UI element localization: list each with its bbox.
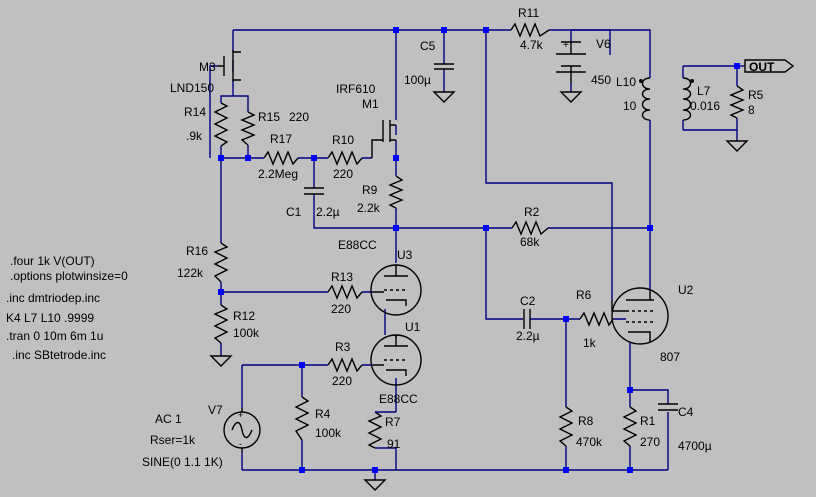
r10-value: 220 [333,167,353,181]
r14-value: .9k [186,129,203,143]
v7-line3: SINE(0 1.1 1K) [142,455,223,469]
m3-model: LND150 [170,81,214,95]
directive-four: .four 1k V(OUT) [10,254,95,268]
v7-line2: Rser=1k [150,433,196,447]
c5-name: C5 [420,39,436,53]
r4-name: R4 [315,407,331,421]
r3-value: 220 [332,374,352,388]
r15-value: 220 [289,110,309,124]
tube-u2 [611,287,669,345]
directive-tran: .tran 0 10m 6m 1u [6,329,103,343]
r11-name: R11 [518,6,539,20]
r17-value: 2.2Meg [258,167,298,181]
component-symbols: + + - [209,22,795,491]
tube-u1 [370,334,422,386]
c1-value: 2.2µ [316,205,340,219]
l7-name: L7 [697,84,711,98]
l10-name: L10 [616,75,636,89]
r16-value: 122k [177,266,204,280]
c4-name: C4 [678,405,694,419]
tube-u3 [370,264,422,316]
svg-text:+: + [563,40,569,51]
m1-name: M1 [362,97,379,111]
r13-name: R13 [331,270,353,284]
c1-name: C1 [286,205,302,219]
wires [220,29,745,480]
directive-inc-sbtetrode: .inc SBtetrode.inc [12,348,106,362]
r10-name: R10 [332,133,354,147]
r16-name: R16 [186,244,208,258]
u3-model: E88CC [338,238,377,252]
r17-name: R17 [270,132,292,146]
output-label: OUT [749,60,775,74]
v6-value: 450 [591,73,611,87]
r7-name: R7 [385,415,401,429]
r9-name: R9 [362,183,378,197]
u2-model: 807 [660,350,680,364]
r12-name: R12 [233,309,255,323]
r2-value: 68k [520,235,540,249]
r2-name: R2 [524,205,540,219]
r8-name: R8 [578,414,594,428]
c4-value: 4700µ [678,439,712,453]
r14-name: R14 [184,105,206,119]
u1-name: U1 [405,320,421,334]
l10-value: 10 [623,99,637,113]
r11-value: 4.7k [520,38,544,52]
directive-options: .options plotwinsize=0 [10,269,128,283]
v6-name: V6 [596,37,611,51]
m1-model: IRF610 [336,82,376,96]
c5-value: 100µ [404,73,431,87]
r9-value: 2.2k [357,201,381,215]
u3-name: U3 [397,248,413,262]
r15-name: R15 [258,110,280,124]
v7-line1: AC 1 [155,412,182,426]
c2-name: C2 [520,294,536,308]
r8-value: 470k [576,435,603,449]
r3-name: R3 [335,340,351,354]
r5-name: R5 [748,88,764,102]
directive-inc-dmtriodep: .inc dmtriodep.inc [6,291,100,305]
c2-value: 2.2µ [516,329,540,343]
r1-name: R1 [640,414,656,428]
v7-name: V7 [208,403,223,417]
r7-value: 91 [387,437,401,451]
l7-value: 0.016 [690,99,720,113]
u1-model: E88CC [379,392,418,406]
r6-value: 1k [583,336,597,350]
r1-value: 270 [640,435,660,449]
junctions [218,27,740,473]
r6-name: R6 [576,288,592,302]
r4-value: 100k [315,426,342,440]
r12-value: 100k [233,326,260,340]
r5-value: 8 [748,103,755,117]
m3-name: M3 [199,60,216,74]
r13-value: 220 [331,302,351,316]
u2-name: U2 [678,283,694,297]
svg-text:-: - [239,439,242,449]
svg-text:+: + [238,410,243,420]
component-labels: M3 LND150 R14 .9k R15 220 R17 2.2Meg IRF… [142,6,775,469]
spice-directives: .four 1k V(OUT) .options plotwinsize=0 .… [6,254,128,362]
directive-coupling: K4 L7 L10 .9999 [6,311,94,325]
